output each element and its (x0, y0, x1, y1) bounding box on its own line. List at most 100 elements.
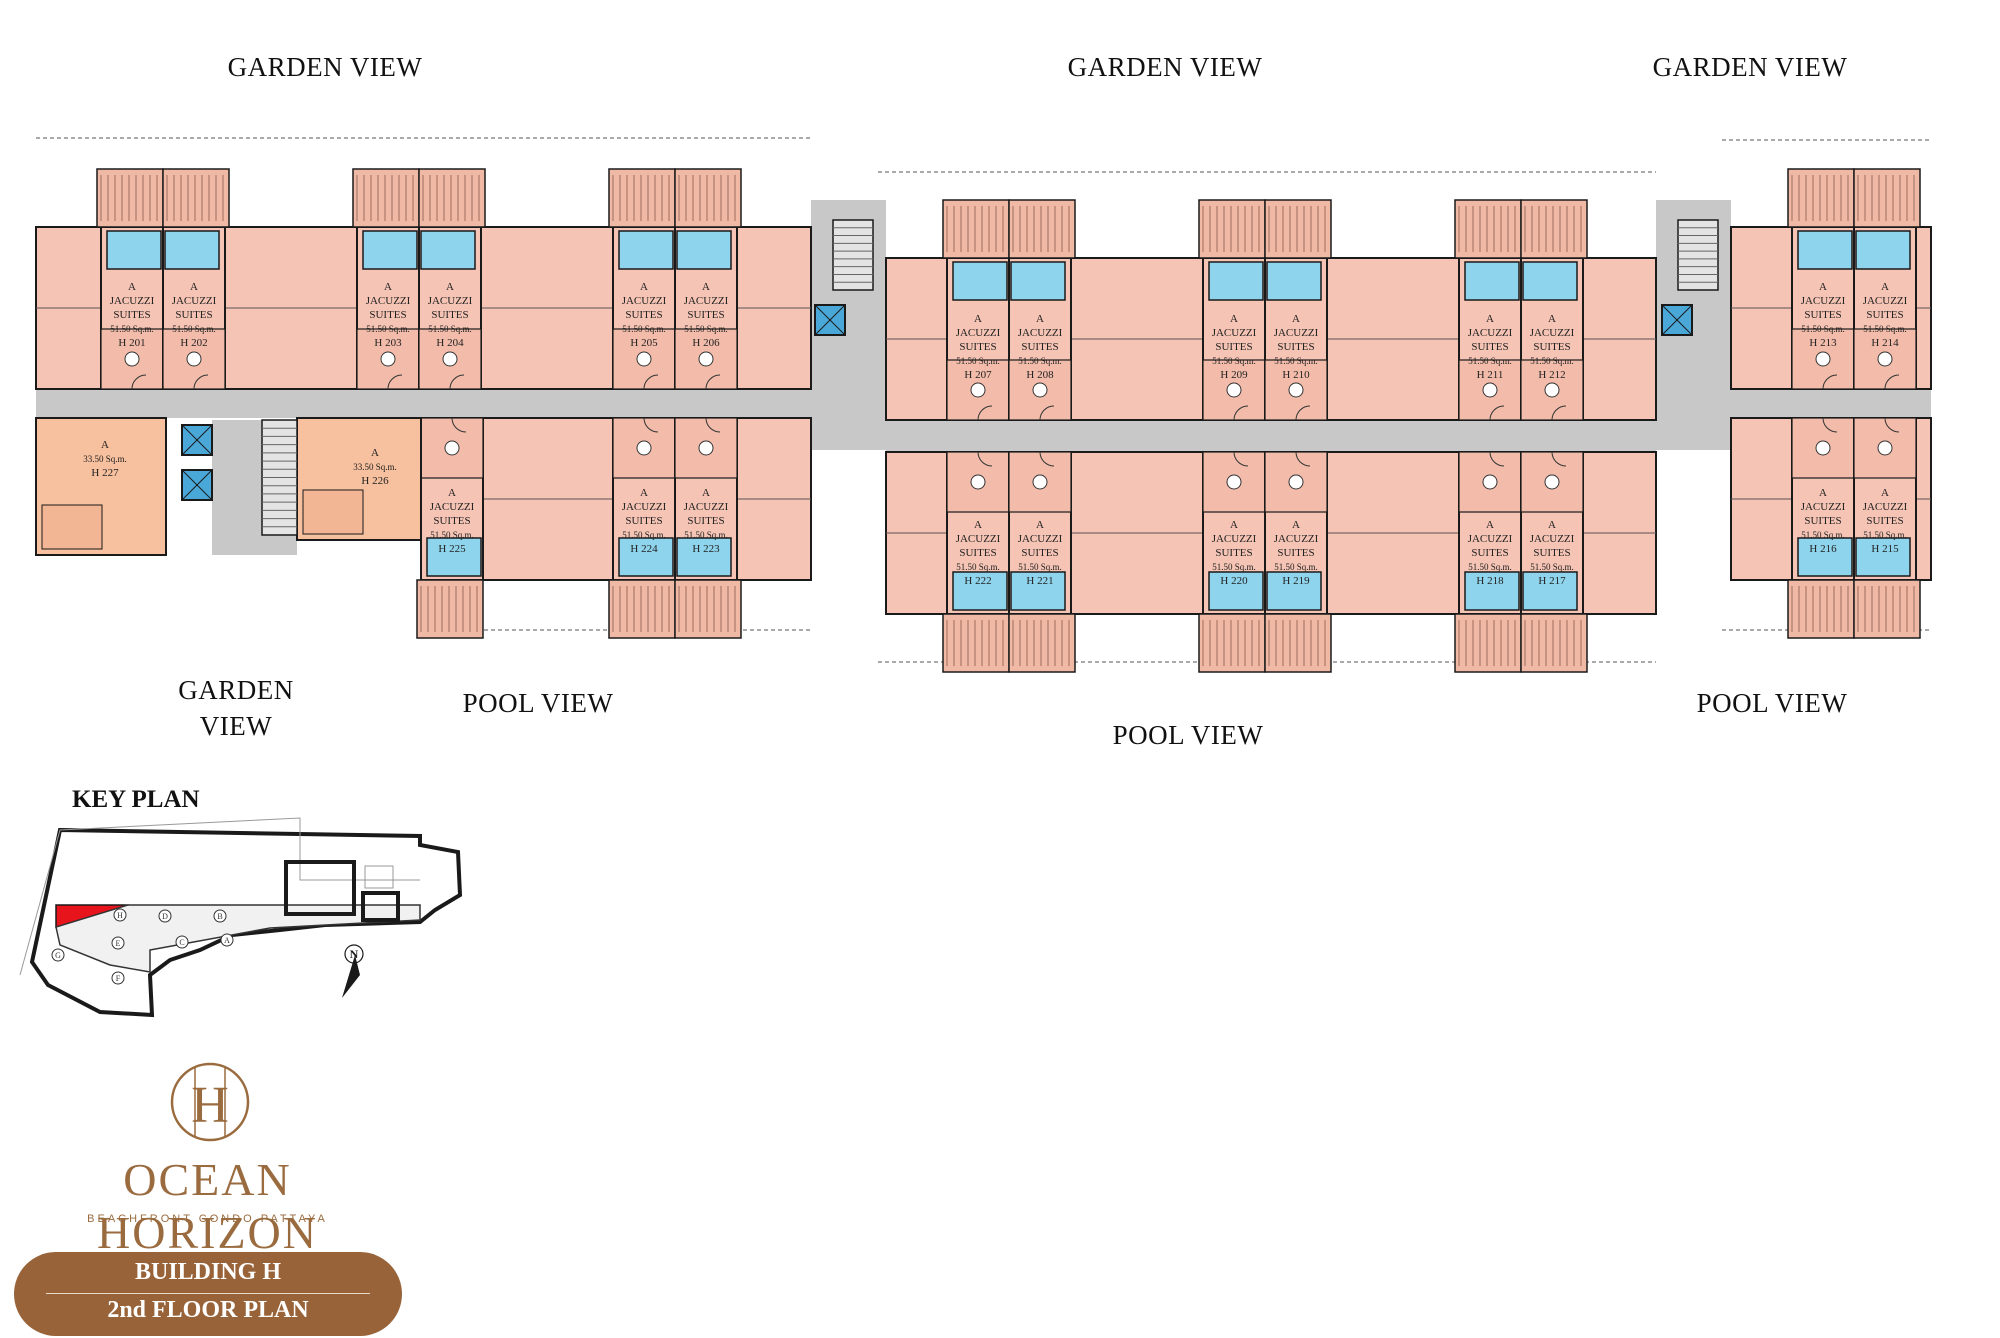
unit-label-line: SUITES (431, 309, 468, 321)
unit-label-line: SUITES (113, 309, 150, 321)
unit-label-line: JACUZZI (110, 295, 155, 307)
unit-label-line: JACUZZI (428, 295, 473, 307)
key-plan-letter-circle (51, 948, 65, 962)
unit-label-line: H 216 (1809, 543, 1837, 555)
unit-label-line: SUITES (1533, 547, 1570, 559)
unit-label-line: 51.50 Sq.m. (1212, 562, 1256, 572)
logo-monogram-letter: H (191, 1077, 229, 1134)
unit-22 (1454, 451, 1522, 673)
unit-label-line: H 227 (91, 467, 119, 479)
unit-1 (96, 168, 164, 390)
unit-balcony (96, 168, 164, 228)
unit-label-line: SUITES (1804, 309, 1841, 321)
door-swing (1489, 405, 1505, 421)
unit-label-line: 51.50 Sq.m. (684, 324, 728, 334)
badge-building: BUILDING H (134, 1259, 282, 1285)
unit-balcony (1008, 199, 1076, 259)
key-plan-letter-text: G (55, 951, 61, 960)
unit-label-line: A (640, 281, 648, 293)
corridor-link-1 (811, 370, 886, 450)
lift-2-x2 (1661, 304, 1693, 336)
toilet-icon (442, 351, 458, 367)
jacuzzi-pool (618, 537, 674, 577)
unit-label-line: H 214 (1871, 337, 1899, 349)
building-floor-badge: BUILDING H 2nd FLOOR PLAN (14, 1252, 402, 1336)
unit-label-line: H 215 (1871, 543, 1899, 555)
jacuzzi-pool (1010, 571, 1066, 611)
unit-24 (1787, 417, 1855, 639)
corridor-central (886, 420, 1656, 452)
unit-10 (1264, 199, 1332, 421)
unit-label-line: H 204 (436, 337, 464, 349)
corridor-link-2 (1656, 370, 1731, 450)
unit-label-line: 51.50 Sq.m. (684, 530, 728, 540)
unit-side-wing (1326, 257, 1460, 421)
unit-label-line: A (1036, 519, 1044, 531)
key-plan-letter-text: F (116, 974, 121, 983)
unit-label-line: JACUZZI (1801, 501, 1846, 513)
lift-west-1-x2 (181, 424, 213, 456)
jacuzzi-pool (1464, 261, 1520, 301)
key-plan-letter-text: H (117, 911, 123, 920)
toilet-icon (186, 351, 202, 367)
unit-label-line: 51.50 Sq.m. (1863, 324, 1907, 334)
key-plan-annex-2 (361, 891, 400, 922)
logo-monogram: H (170, 1062, 250, 1142)
unit-label-line: 51.50 Sq.m. (1212, 356, 1256, 366)
unit-label-line: 51.50 Sq.m. (1274, 356, 1318, 366)
toilet-icon (1482, 474, 1498, 490)
unit-label-line: 51.50 Sq.m. (1018, 356, 1062, 366)
unit-25 (1853, 417, 1921, 639)
unit-label-line: JACUZZI (1530, 533, 1575, 545)
unit-18 (942, 451, 1010, 673)
unit-label-line: 51.50 Sq.m. (1801, 324, 1845, 334)
unit-balcony (674, 168, 742, 228)
toilet-icon (970, 382, 986, 398)
unit-label-line: H 202 (180, 337, 207, 349)
toilet-icon (444, 440, 460, 456)
unit-label-line: 51.50 Sq.m. (622, 324, 666, 334)
jacuzzi-pool (1522, 261, 1578, 301)
unit-label-line: JACUZZI (1468, 327, 1513, 339)
toilet-icon (1544, 382, 1560, 398)
unit-label-line: H 220 (1220, 575, 1248, 587)
unit-3 (352, 168, 420, 390)
unit-label-line: JACUZZI (684, 295, 729, 307)
jacuzzi-pool (1797, 537, 1853, 577)
jacuzzi-pool (1522, 571, 1578, 611)
stair-1-box (832, 219, 874, 291)
unit-label-line: 51.50 Sq.m. (110, 324, 154, 334)
door-swing (451, 417, 467, 433)
unit-balcony (942, 613, 1010, 673)
key-plan-letter-circle (111, 936, 125, 950)
unit-label-line: H 203 (374, 337, 402, 349)
key-plan-annex-3 (364, 865, 394, 889)
unit-side-wing (35, 226, 102, 390)
view-label-garden-4: GARDEN VIEW (178, 672, 294, 744)
key-plan-letter-text: B (217, 912, 222, 921)
unit-label-line: H 207 (964, 369, 992, 381)
key-plan-letter-circle (175, 935, 189, 949)
unit-side-wing (482, 417, 614, 581)
unit-label-line: SUITES (1471, 341, 1508, 353)
unit-balcony (1264, 613, 1332, 673)
door-swing (705, 374, 721, 390)
unit-label-line: A (1548, 519, 1556, 531)
door-swing (1822, 417, 1838, 433)
unit-balcony (1198, 613, 1266, 673)
unit-label-line: A (1292, 519, 1300, 531)
unit-label-line: A (128, 281, 136, 293)
key-plan-letter-text: E (116, 939, 121, 948)
unit-21 (1264, 451, 1332, 673)
lift-west-2-x2 (181, 469, 213, 501)
unit-5 (608, 168, 676, 390)
unit-label-line: H 221 (1026, 575, 1053, 587)
unit-label-line: SUITES (1866, 309, 1903, 321)
view-label-garden-2: GARDEN VIEW (1067, 52, 1263, 82)
